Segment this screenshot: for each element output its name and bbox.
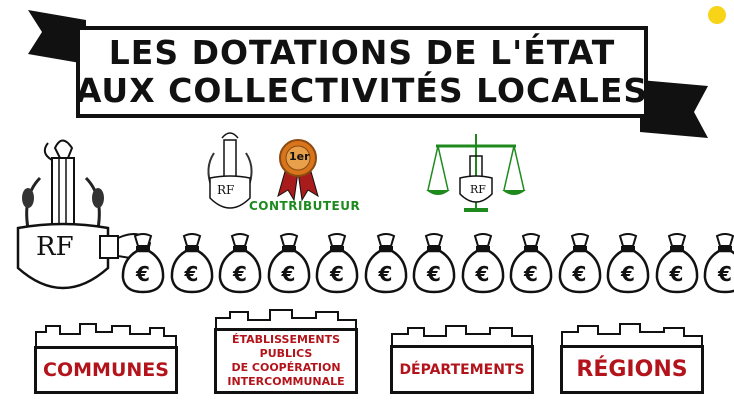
recipient-departements: DÉPARTEMENTS: [390, 345, 534, 394]
recipient-regions-label: RÉGIONS: [576, 357, 688, 382]
title-line-1: LES DOTATIONS DE L'ÉTAT: [108, 33, 616, 72]
balance-scale-icon: [426, 134, 526, 212]
euro-symbol: €: [669, 262, 684, 286]
emblem-initials: RF: [36, 232, 74, 262]
money-bag-icon: €: [217, 232, 263, 294]
euro-symbol: €: [427, 262, 441, 286]
euro-symbol: €: [136, 262, 150, 286]
money-bag-icon: €: [169, 232, 215, 294]
euro-symbol: €: [233, 262, 247, 286]
euro-symbol: €: [330, 262, 344, 286]
money-bag-icon: €: [702, 232, 734, 294]
small-emblem-icon: [207, 132, 253, 209]
money-bag-icon: €: [605, 232, 651, 294]
recipient-communes: COMMUNES: [34, 346, 178, 394]
recipient-epci-line-4: INTERCOMMUNALE: [227, 375, 345, 388]
medal-rank: 1er: [289, 150, 310, 163]
small-emblem-initials: RF: [217, 183, 235, 197]
recipient-epci-line-1: ÉTABLISSEMENTS: [231, 333, 341, 346]
euro-symbol: €: [621, 262, 635, 286]
euro-symbol: €: [281, 262, 296, 286]
scale-emblem-initials: RF: [470, 183, 486, 196]
euro-symbol: €: [572, 262, 587, 286]
money-bag-icon: €: [120, 232, 166, 294]
contributor-label: CONTRIBUTEUR: [249, 199, 361, 213]
recipient-regions: RÉGIONS: [560, 345, 704, 394]
recipient-departements-label: DÉPARTEMENTS: [399, 361, 525, 378]
recipient-epci-line-2: PUBLICS: [259, 347, 313, 360]
title-banner: LES DOTATIONS DE L'ÉTAT AUX COLLECTIVITÉ…: [76, 26, 648, 118]
money-bag-icon: €: [508, 232, 554, 294]
recipient-epci-line-3: DE COOPÉRATION: [231, 361, 341, 374]
republic-emblem-icon: [16, 139, 152, 290]
money-bag-icon: €: [314, 232, 360, 294]
money-bag-icon: €: [363, 232, 409, 294]
euro-symbol: €: [378, 262, 393, 286]
money-bag-icon: €: [460, 232, 506, 294]
euro-symbol: €: [184, 262, 199, 286]
money-bag-icon: €: [557, 232, 603, 294]
title-line-2: AUX COLLECTIVITÉS LOCALES: [75, 71, 649, 110]
money-bag-icon: €: [654, 232, 700, 294]
money-bag-icon: €: [411, 232, 457, 294]
recipient-communes-label: COMMUNES: [43, 359, 169, 381]
recipient-epci: ÉTABLISSEMENTS PUBLICS DE COOPÉRATION IN…: [214, 328, 358, 394]
euro-symbol: €: [524, 262, 538, 286]
euro-symbol: €: [475, 262, 490, 286]
medal-icon: [277, 139, 319, 202]
money-bag-icon: €: [266, 232, 312, 294]
euro-symbol: €: [718, 262, 732, 286]
channel-logo-icon: [708, 6, 726, 24]
